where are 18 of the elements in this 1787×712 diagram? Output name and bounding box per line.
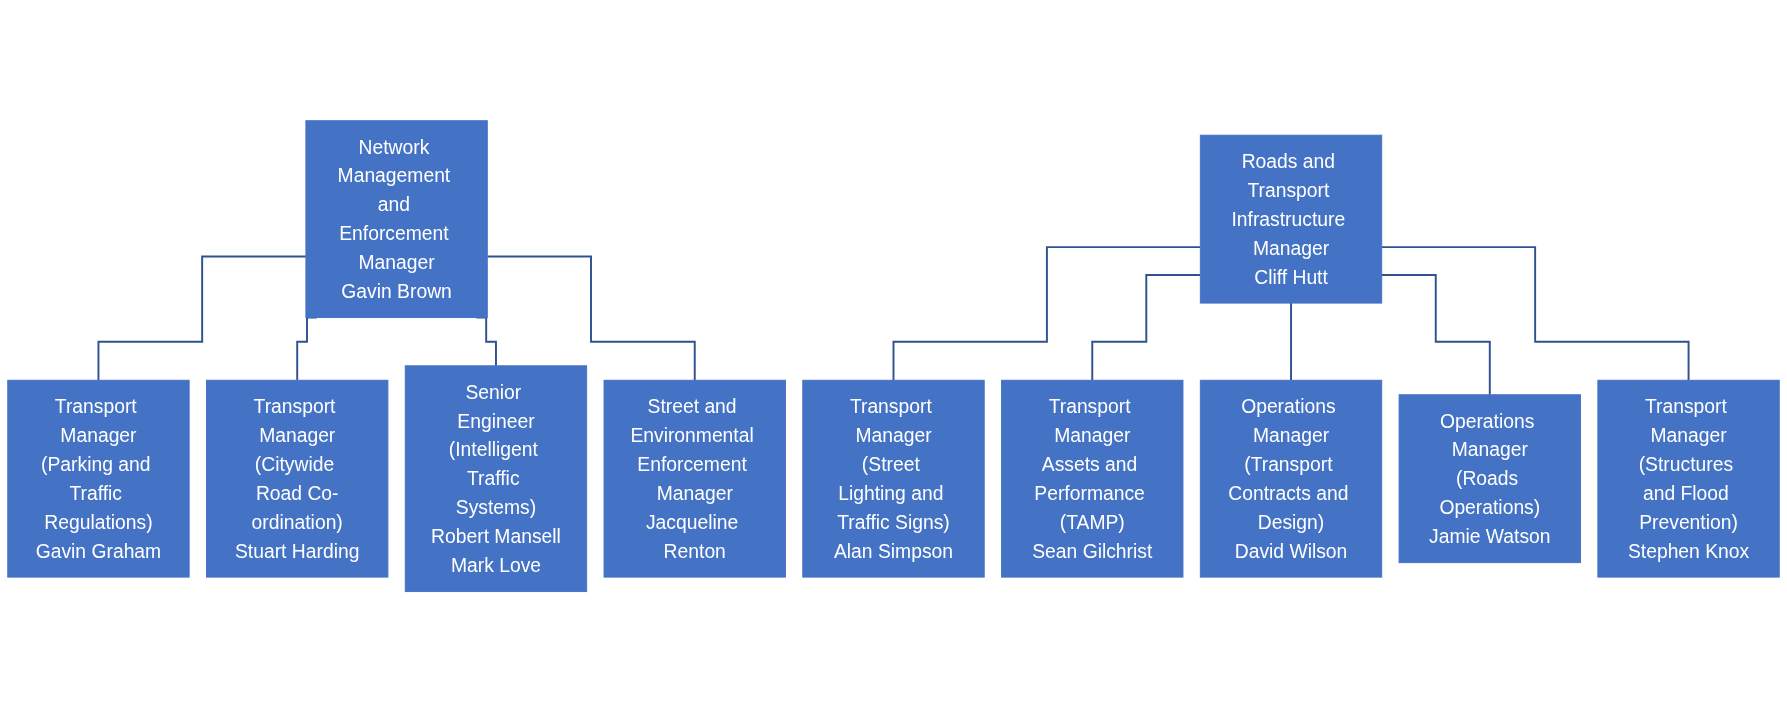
- connector: [97, 255, 307, 382]
- connector: [486, 255, 696, 382]
- connector: [1091, 273, 1202, 382]
- node-box: Senior Engineer (Intelligent Traffic Systems) Robert Mansell Mark Love: [404, 365, 588, 592]
- node-box: Roads and Transport Infrastructure Manager Cliff Hutt: [1199, 134, 1383, 304]
- connector: [1380, 245, 1690, 382]
- node-box: Network Management and Enforcement Manager Gavin Brown: [305, 120, 488, 318]
- node-box: Street and Environmental Enforcement Manager Jacqueline Renton: [603, 379, 786, 578]
- node-box: Transport Manager (Citywide Road Co-ordination) Stuart Harding: [206, 379, 389, 578]
- connector: [892, 245, 1202, 382]
- node-box: Operations Manager (Transport Contracts and Design) David Wilson: [1199, 379, 1383, 578]
- node-box: Transport Manager Assets and Performance (TAMP) Sean Gilchrist: [1001, 379, 1184, 578]
- node-box: Operations Manager (Roads Operations) Jamie Watson: [1398, 394, 1581, 563]
- node-box: Transport Manager (Structures and Flood Prevention) Stephen Knox: [1597, 379, 1780, 578]
- node-box: Transport Manager (Street Lighting and Traffic Signs) Alan Simpson: [802, 379, 985, 578]
- connector: [1380, 273, 1491, 396]
- connector: [1290, 301, 1292, 382]
- node-box: Transport Manager (Parking and Traffic Regulations) Gavin Graham: [7, 379, 190, 578]
